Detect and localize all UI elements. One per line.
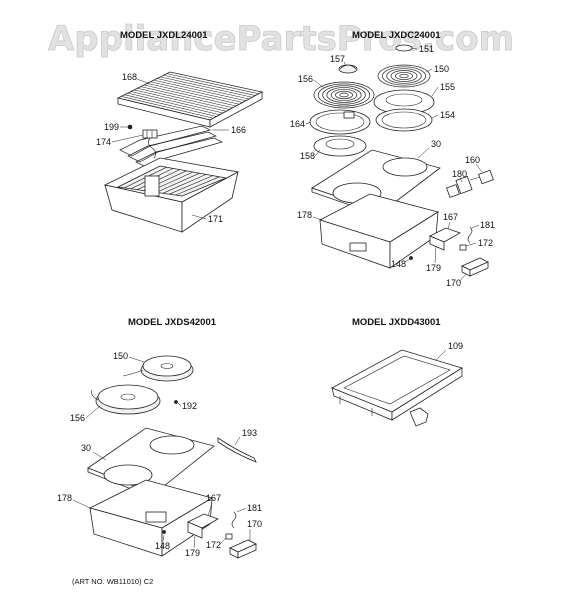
griddle-plate: [331, 349, 463, 427]
power-cord: [469, 169, 494, 185]
callout-109: 109: [448, 341, 463, 351]
grill-screw: [127, 124, 133, 130]
callout-170-bottom-left: 170: [247, 519, 262, 529]
large-solid-disk-element: [91, 384, 161, 415]
callout-156-bottom-left: 156: [70, 413, 85, 423]
callout-167-bottom-left: 167: [206, 493, 221, 503]
element-clip: [338, 64, 358, 74]
callout-179-bottom-left: 179: [185, 548, 200, 558]
callout-193: 193: [242, 428, 257, 438]
switch-mount-clip: [459, 244, 467, 251]
disk-infinite-switch: [229, 539, 257, 559]
disk-mount-screw: [174, 400, 178, 404]
grill-module-assembly: MODEL JXDL24001: [96, 30, 264, 233]
small-solid-disk-element: [122, 355, 194, 382]
small-surface-element: [377, 64, 431, 88]
callout-150-bottom-left: 150: [113, 351, 128, 361]
callout-148-bottom-left: 148: [155, 541, 170, 551]
griddle-module-assembly: MODEL JXDD43001 109: [331, 317, 463, 427]
callout-178-top-right: 178: [297, 210, 312, 220]
grill-terminal-block: [142, 129, 158, 139]
large-surface-element: [313, 81, 375, 109]
terminal-plug: [446, 175, 473, 198]
callout-166: 166: [231, 125, 246, 135]
callout-178-bottom-left: 178: [57, 493, 72, 503]
grill-grate: [116, 71, 264, 128]
callout-180: 180: [452, 169, 467, 179]
callout-150: 150: [434, 64, 449, 74]
callout-172-bottom-left: 172: [206, 540, 221, 550]
grill-drip-pan: [103, 157, 240, 233]
callout-30-bottom-left: 30: [81, 443, 91, 453]
callout-167-top-right: 167: [443, 212, 458, 222]
callout-148-top-right: 148: [391, 259, 406, 269]
disk-switch-clip: [225, 533, 233, 540]
callout-199: 199: [104, 122, 119, 132]
large-trim-ring: [309, 109, 371, 135]
callout-172-top-right: 172: [478, 238, 493, 248]
bracket-spring: [467, 226, 473, 244]
callout-171: 171: [208, 214, 223, 224]
callout-168: 168: [122, 72, 137, 82]
coil-module-housing: [318, 193, 439, 269]
solid-disk-module-top: [87, 427, 215, 499]
callout-154: 154: [440, 110, 455, 120]
callout-192: 192: [182, 401, 197, 411]
module-lift-handle: [217, 437, 257, 463]
disk-bracket-spring: [231, 511, 237, 529]
watermark-text: AppliancePartsPros.com: [48, 19, 514, 59]
callout-156: 156: [298, 74, 313, 84]
switch-bracket: [429, 227, 461, 251]
element-receptacle: [395, 44, 413, 52]
mounting-screw: [409, 256, 413, 260]
callout-157: 157: [330, 54, 345, 64]
solid-disk-module-assembly: MODEL JXDS42001: [57, 317, 262, 559]
callout-181-top-right: 181: [480, 220, 495, 230]
callout-179-top-right: 179: [426, 263, 441, 273]
model-title-bottom-right: MODEL JXDD43001: [352, 317, 441, 328]
infinite-switch: [461, 257, 489, 277]
callout-181-bottom-left: 181: [247, 503, 262, 513]
callout-151: 151: [419, 44, 434, 54]
coil-module-assembly: MODEL JXDC24001: [290, 30, 495, 288]
callout-174: 174: [96, 137, 111, 147]
small-trim-ring: [375, 108, 433, 132]
model-title-bottom-left: MODEL JXDS42001: [128, 317, 217, 328]
callout-164: 164: [290, 119, 305, 129]
callout-155: 155: [440, 82, 455, 92]
art-number: (ART NO. WB11010) C2: [72, 577, 153, 586]
solid-disk-module-housing: [88, 479, 214, 557]
disk-switch-bracket: [187, 513, 219, 539]
model-title-top-left: MODEL JXDL24001: [120, 30, 208, 41]
disk-mount-screw-bottom: [162, 530, 166, 534]
callout-170-top-right: 170: [446, 278, 461, 288]
model-title-top-right: MODEL JXDC24001: [352, 30, 441, 41]
callout-160: 160: [465, 155, 480, 165]
callout-158: 158: [300, 151, 315, 161]
callout-30-top-right: 30: [431, 139, 441, 149]
large-drip-bowl: [313, 135, 367, 157]
